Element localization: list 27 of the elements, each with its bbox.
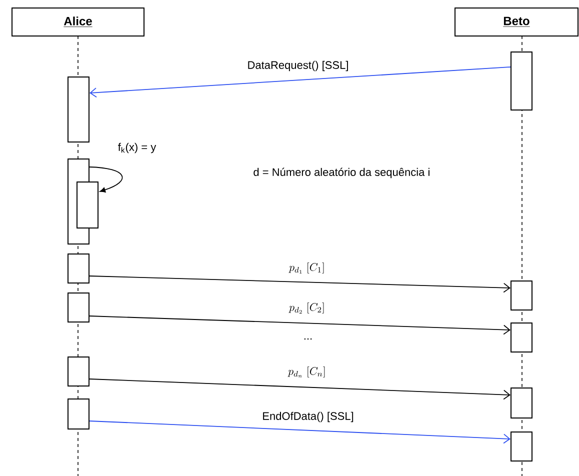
edge-label: $p_{d_1}\;[C_1]$	[288, 262, 326, 274]
activation-bar	[510, 388, 532, 418]
message-arrow	[89, 316, 510, 335]
edge-label: EndOfData() [SSL]	[261, 410, 355, 424]
activation-bar	[510, 432, 532, 462]
activation-bar	[68, 292, 90, 322]
activation-bar	[68, 356, 90, 386]
edge-label: DataRequest() [SSL]	[246, 60, 350, 72]
edge-label: f$_{k}$(x) = y	[116, 142, 158, 154]
activation-bar	[76, 182, 98, 228]
activation-bar	[510, 52, 532, 110]
message-arrow	[89, 420, 510, 444]
message-arrow	[90, 66, 511, 98]
activation-bar	[510, 322, 532, 352]
message-arrow	[89, 166, 123, 192]
activation-bar	[68, 254, 90, 284]
note-text: d = Número aleatório da sequência i	[254, 168, 430, 178]
actor-box: Alice	[12, 8, 144, 36]
activation-bar	[68, 76, 90, 142]
ellipsis-text: ...	[304, 338, 312, 340]
actor-box: Beto	[454, 8, 578, 36]
message-arrow	[89, 276, 510, 293]
activation-bar	[510, 280, 532, 310]
message-arrow	[89, 378, 510, 400]
edge-label: $p_{d_n}\;[C_n]$	[287, 366, 327, 378]
edge-label: $p_{d_2}\;[C_2]$	[288, 302, 326, 314]
activation-bar	[68, 398, 90, 430]
